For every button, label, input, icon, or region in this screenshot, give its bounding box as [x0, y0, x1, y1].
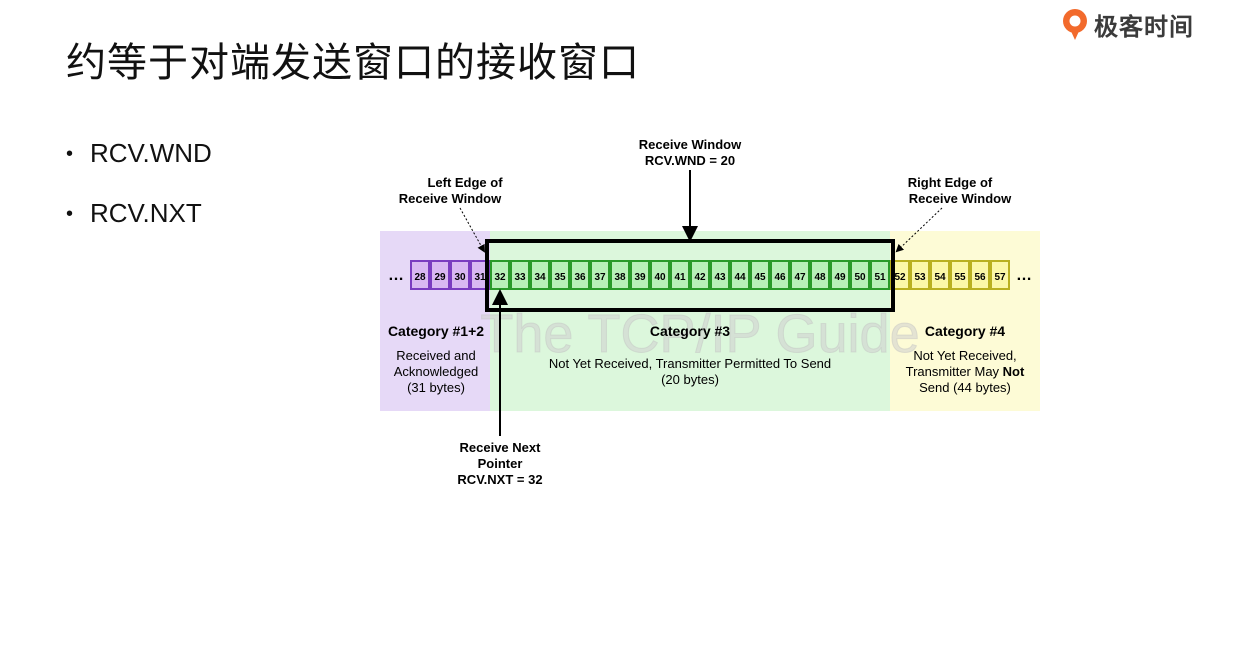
category-3-title: Category #3 — [650, 323, 730, 339]
received-byte-cell — [410, 260, 430, 290]
bullet-item: • RCV.WND — [66, 138, 212, 198]
received-byte-number: 31 — [474, 272, 486, 283]
window-byte-number: 44 — [734, 272, 746, 283]
category-1-2-title: Category #1+2 — [388, 323, 484, 339]
receive-next-label-1: Receive Next — [460, 440, 542, 455]
category-4-desc-3: Send (44 bytes) — [919, 380, 1011, 395]
window-byte-number: 51 — [874, 272, 886, 283]
not-permitted-byte-cell — [930, 260, 950, 290]
window-byte-cell — [710, 260, 730, 290]
window-byte-cell — [810, 260, 830, 290]
window-byte-cell — [630, 260, 650, 290]
window-byte-cell — [850, 260, 870, 290]
window-byte-number: 42 — [694, 272, 706, 283]
window-byte-cell — [790, 260, 810, 290]
receive-window-label: Receive Window — [639, 137, 742, 152]
not-permitted-byte-number: 53 — [914, 272, 926, 283]
window-byte-number: 39 — [634, 272, 646, 283]
category-4-title: Category #4 — [925, 323, 1005, 339]
window-byte-cell — [590, 260, 610, 290]
ellipsis-left: … — [388, 267, 404, 284]
window-byte-cell — [770, 260, 790, 290]
window-byte-number: 48 — [814, 272, 826, 283]
window-byte-cell — [730, 260, 750, 290]
window-byte-number: 40 — [654, 272, 666, 283]
window-byte-number: 49 — [834, 272, 846, 283]
logo: 极客时间 — [1060, 6, 1194, 42]
window-byte-cell — [830, 260, 850, 290]
bullet-label: RCV.NXT — [90, 198, 202, 228]
received-byte-number: 28 — [414, 272, 426, 283]
bullet-item: • RCV.NXT — [66, 198, 212, 258]
category-1-2-desc-3: (31 bytes) — [407, 380, 465, 395]
window-byte-cell — [650, 260, 670, 290]
category-4-desc-1: Not Yet Received, — [913, 348, 1016, 363]
byte-cells: 28 29 30 31 32 33 34 35 36 37 38 39 40 41 42 43 44 45 46 47… — [410, 260, 1010, 290]
category-1-2-desc-2: Acknowledged — [394, 364, 479, 379]
tcp-receive-window-diagram: The TCP/IP Guide 28 29 30 31 32 33 34 35 36 37 38 3… — [380, 137, 1040, 487]
window-byte-cell — [510, 260, 530, 290]
window-byte-cell — [610, 260, 630, 290]
not-permitted-byte-cell — [990, 260, 1010, 290]
right-edge-label: Right Edge of — [908, 175, 993, 190]
not-permitted-byte-number: 54 — [934, 272, 946, 283]
bullet-label: RCV.WND — [90, 138, 212, 168]
bullet-dot-icon: • — [66, 203, 74, 225]
window-byte-number: 33 — [514, 272, 526, 283]
category-4-desc-2a: Transmitter May — [906, 364, 1003, 379]
not-permitted-byte-number: 57 — [994, 272, 1006, 283]
logo-text: 极客时间 — [1094, 12, 1194, 41]
category-1-2-desc-1: Received and — [396, 348, 476, 363]
not-permitted-byte-cell — [970, 260, 990, 290]
window-byte-number: 35 — [554, 272, 566, 283]
watermark-text: The TCP/IP Guide — [480, 304, 919, 364]
window-byte-number: 45 — [754, 272, 766, 283]
window-byte-cell — [750, 260, 770, 290]
category-4-desc-2: Transmitter May Not — [906, 364, 1025, 379]
window-byte-number: 41 — [674, 272, 686, 283]
slide-title: 约等于对端发送窗口的接收窗口 — [66, 40, 640, 86]
window-byte-number: 34 — [534, 272, 546, 283]
ellipsis-right: … — [1016, 267, 1032, 284]
window-byte-number: 32 — [494, 272, 506, 283]
window-byte-cell — [530, 260, 550, 290]
received-byte-number: 30 — [454, 272, 466, 283]
geektime-logo-icon — [1063, 9, 1087, 40]
received-byte-cell — [450, 260, 470, 290]
not-permitted-byte-number: 56 — [974, 272, 986, 283]
receive-next-label-2: Pointer — [478, 456, 523, 471]
left-edge-label: Left Edge of — [427, 175, 503, 190]
window-byte-cell — [870, 260, 890, 290]
receive-next-label-3: RCV.NXT = 32 — [457, 472, 542, 487]
category-3-desc-2: (20 bytes) — [661, 372, 719, 387]
window-byte-cell — [550, 260, 570, 290]
not-permitted-byte-cell — [910, 260, 930, 290]
right-edge-label-2: Receive Window — [909, 191, 1012, 206]
window-byte-number: 43 — [714, 272, 726, 283]
not-permitted-byte-cell — [950, 260, 970, 290]
category-3-desc-1: Not Yet Received, Transmitter Permitted … — [549, 356, 831, 371]
bullet-dot-icon: • — [66, 143, 74, 165]
left-edge-label-2: Receive Window — [399, 191, 502, 206]
window-byte-number: 46 — [774, 272, 786, 283]
window-byte-number: 36 — [574, 272, 586, 283]
window-byte-number: 38 — [614, 272, 626, 283]
window-byte-cell — [670, 260, 690, 290]
category-4-not-emphasis: Not — [1003, 364, 1025, 379]
bullet-list: • RCV.WND • RCV.NXT — [66, 138, 212, 258]
left-edge-pointer — [459, 207, 485, 253]
window-byte-cell — [690, 260, 710, 290]
window-byte-number: 50 — [854, 272, 866, 283]
window-byte-number: 47 — [794, 272, 806, 283]
received-byte-number: 29 — [434, 272, 446, 283]
window-byte-number: 37 — [594, 272, 606, 283]
window-byte-cell — [570, 260, 590, 290]
not-permitted-byte-number: 55 — [954, 272, 966, 283]
receive-window-value: RCV.WND = 20 — [645, 153, 735, 168]
received-byte-cell — [430, 260, 450, 290]
not-permitted-byte-number: 52 — [894, 272, 906, 283]
